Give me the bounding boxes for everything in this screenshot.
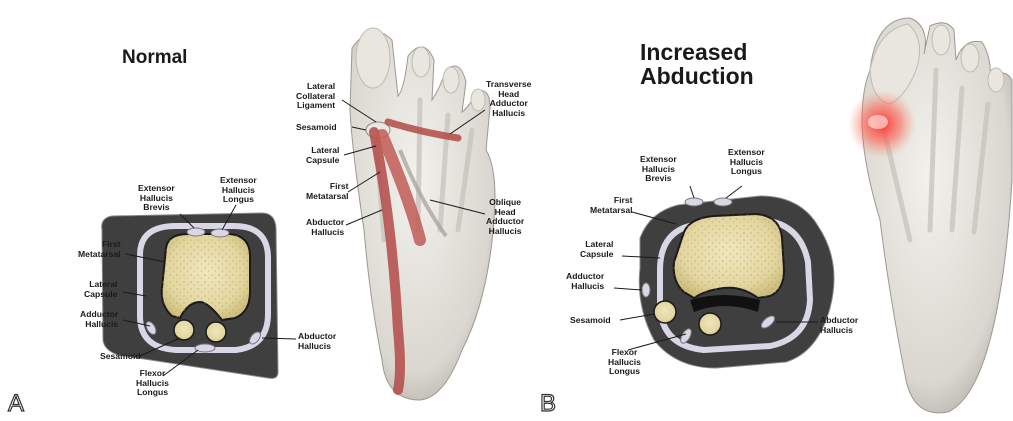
label-b-abductor-hallucis: Abductor Hallucis (820, 316, 858, 335)
label-foot-sesamoid: Sesamoid (296, 123, 337, 133)
panel-b-title: Increased Abduction (640, 40, 754, 88)
label-a-first-metatarsal: First Metatarsal (78, 240, 121, 259)
label-foot-lateral-capsule: Lateral Capsule (306, 146, 339, 165)
label-b-lateral-capsule: Lateral Capsule (580, 240, 613, 259)
label-foot-oblique-head-adductor-hallucis: Oblique Head Adductor Hallucis (486, 198, 524, 237)
label-b-sesamoid: Sesamoid (570, 316, 611, 326)
label-b-extensor-hallucis-longus: Extensor Hallucis Longus (728, 148, 765, 177)
label-a-flexor-hallucis-longus: Flexor Hallucis Longus (136, 369, 169, 398)
panel-a-title: Normal (122, 48, 187, 68)
label-b-flexor-hallucis-longus: Flexor Hallucis Longus (608, 348, 641, 377)
label-foot-abductor-hallucis: Abductor Hallucis (306, 218, 344, 237)
foot-abducted (848, 18, 1012, 413)
label-b-first-metatarsal: First Metatarsal (590, 196, 633, 215)
label-a-lateral-capsule: Lateral Capsule (84, 280, 117, 299)
label-foot-first-metatarsal: First Metatarsal (306, 182, 349, 201)
label-foot-transverse-head-adductor-hallucis: Transverse Head Adductor Hallucis (486, 80, 531, 119)
cross-section-abducted (614, 186, 834, 368)
foot-normal (342, 28, 495, 400)
label-a-sesamoid: Sesamoid (100, 352, 141, 362)
panel-a-letter: A (8, 390, 24, 418)
label-foot-lateral-collateral-ligament: Lateral Collateral Ligament (296, 82, 335, 111)
label-a-extensor-hallucis-brevis: Extensor Hallucis Brevis (138, 184, 175, 213)
label-a-extensor-hallucis-longus: Extensor Hallucis Longus (220, 176, 257, 205)
label-b-extensor-hallucis-brevis: Extensor Hallucis Brevis (640, 155, 677, 184)
label-a-adductor-hallucis: Adductor Hallucis (80, 310, 118, 329)
label-a-abductor-hallucis: Abductor Hallucis (298, 332, 336, 351)
panel-b-letter: B (540, 390, 556, 418)
label-b-adductor-hallucis: Adductor Hallucis (566, 272, 604, 291)
